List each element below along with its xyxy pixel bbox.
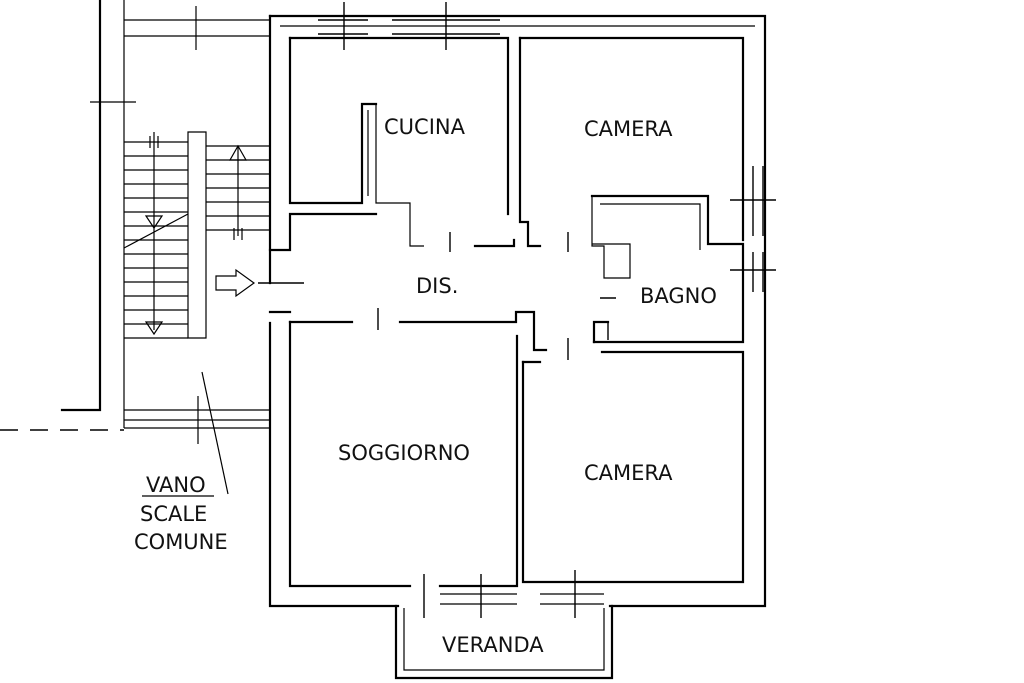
label-dis: DIS. — [416, 274, 458, 298]
label-scale: SCALE — [140, 502, 207, 526]
label-comune: COMUNE — [134, 530, 228, 554]
label-soggiorno: SOGGIORNO — [338, 441, 470, 465]
entrance-arrow-icon — [215, 268, 304, 298]
stair-direction-triangle-icon — [144, 144, 248, 336]
room-soggiorno — [288, 320, 519, 588]
label-camera-bottom: CAMERA — [584, 461, 673, 485]
room-veranda — [394, 593, 614, 680]
outer-walls — [268, 14, 767, 608]
room-bagno — [590, 194, 745, 344]
label-cucina: CUCINA — [384, 115, 466, 139]
label-veranda: VERANDA — [442, 633, 544, 657]
room-camera-top — [473, 36, 745, 248]
label-vano: VANO — [146, 473, 206, 497]
window-marks — [318, 2, 776, 618]
room-dis — [268, 212, 548, 352]
stair-block — [0, 0, 270, 495]
label-camera-top: CAMERA — [584, 117, 673, 141]
label-bagno: BAGNO — [640, 284, 717, 308]
room-camera-bottom — [521, 350, 745, 584]
room-cucina — [288, 36, 510, 247]
